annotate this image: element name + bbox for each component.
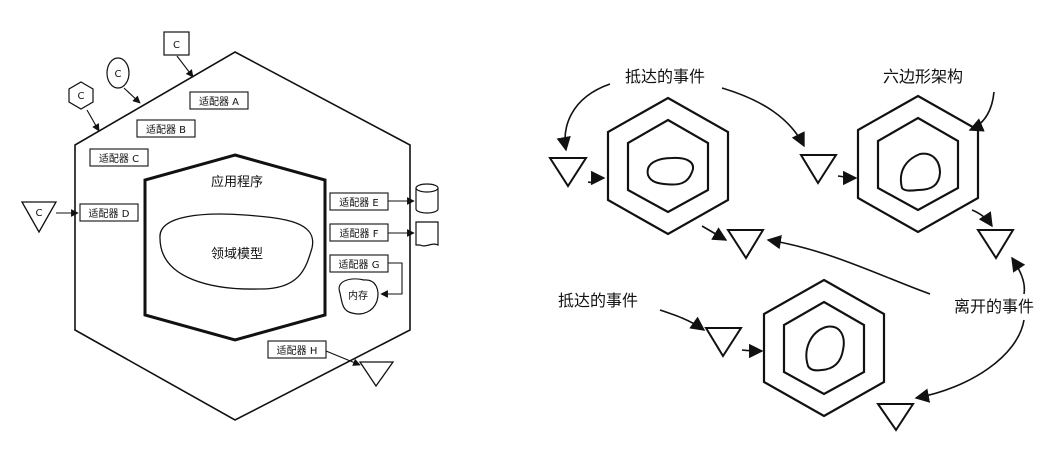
svg-text:适配器 A: 适配器 A (199, 96, 239, 108)
hexagon-cluster-2 (856, 94, 980, 234)
output-triangle (358, 361, 395, 388)
outer-hexagon (74, 51, 411, 421)
adapter-d: 适配器 D (79, 203, 139, 222)
adapter-h: 适配器 H (267, 340, 327, 359)
domain-model-shape (159, 213, 314, 290)
svg-text:适配器 B: 适配器 B (146, 124, 186, 136)
hexagon-cluster-1 (606, 96, 730, 236)
arriving-event-top-label: 抵达的事件 (625, 67, 705, 86)
database-icon (415, 183, 439, 214)
adapter-b: 适配器 B (136, 119, 196, 138)
client-hexagon-label: C (78, 91, 85, 102)
client-triangle (20, 201, 58, 234)
departing-event-label: 离开的事件 (954, 297, 1034, 316)
event-triangle-out-3 (876, 403, 915, 432)
hexagon-cluster-3 (762, 278, 886, 418)
client-square-label: C (173, 40, 180, 51)
svg-text:适配器 H: 适配器 H (277, 345, 318, 357)
right-diagram: 抵达的事件 六边形架构 抵达的事件 离开的事件 (548, 67, 1034, 432)
document-icon (415, 221, 439, 247)
event-triangle-in-1 (548, 157, 588, 188)
adapter-a: 适配器 A (189, 91, 249, 110)
svg-text:适配器 F: 适配器 F (340, 228, 379, 240)
adapter-e: 适配器 E (329, 192, 389, 211)
svg-text:适配器 G: 适配器 G (339, 259, 380, 271)
hexagonal-architecture-label: 六边形架构 (883, 67, 963, 86)
arriving-event-bottom-label: 抵达的事件 (558, 291, 638, 310)
application-hexagon (143, 153, 327, 342)
adapter-f: 适配器 F (329, 223, 389, 242)
svg-text:适配器 C: 适配器 C (99, 153, 139, 165)
client-square (163, 31, 190, 56)
svg-text:适配器 D: 适配器 D (89, 208, 130, 220)
adapter-c: 适配器 C (89, 148, 149, 167)
memory-shape (338, 278, 379, 315)
application-label: 应用程序 (211, 174, 263, 190)
event-triangle-in-3 (704, 327, 743, 358)
event-triangle-in-2 (799, 154, 838, 185)
domain-model-label: 领域模型 (211, 247, 263, 262)
client-ellipse-label: C (115, 69, 122, 80)
client-ellipse (106, 57, 130, 89)
left-diagram: 应用程序 领域模型 C C C C 适配器 A 适配器 B 适配器 C (20, 31, 439, 421)
adapter-g: 适配器 G (329, 254, 389, 273)
client-triangle-label: C (36, 208, 43, 219)
client-hexagon (68, 81, 94, 110)
svg-text:适配器 E: 适配器 E (339, 197, 379, 209)
event-triangle-out-1 (726, 229, 765, 260)
event-triangle-out-2 (976, 229, 1015, 260)
memory-label: 内存 (348, 289, 368, 302)
